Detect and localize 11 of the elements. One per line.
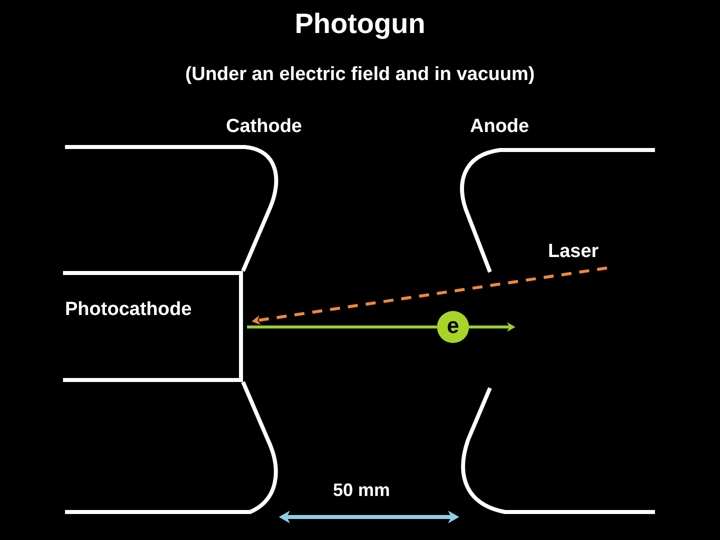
photocathode-box [63,271,243,382]
electron-circle: e [437,311,469,343]
laser-label: Laser [548,241,599,263]
arrow [469,322,516,332]
electrode-label: Anode [470,116,530,138]
electrode-label: Cathode [226,116,302,138]
subtitle: (Under an electric field and in vacuum) [184,64,536,86]
dimension-label: 50 mm [333,480,390,501]
arrow [252,266,608,325]
node-label: Photocathode [65,299,192,321]
diagram-title: Photogun [294,8,426,40]
